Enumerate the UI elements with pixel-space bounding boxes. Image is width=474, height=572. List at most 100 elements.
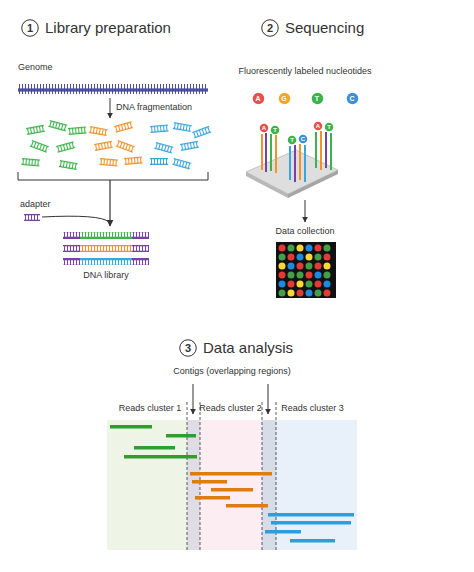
nucleotide-circle: A: [252, 92, 265, 105]
bound-nucleotide: T: [270, 125, 280, 135]
signal-dot: [279, 290, 286, 297]
dna-cluster: [320, 131, 322, 170]
signal-dot: [279, 245, 286, 252]
circle-shape: [325, 123, 334, 132]
dna-fragment: [116, 140, 135, 153]
signal-dot: [306, 245, 313, 252]
dna-cluster: [265, 133, 267, 172]
signal-dot: [306, 290, 313, 297]
annotation-label: Contigs (overlapping regions): [173, 367, 291, 377]
dna-cluster: [299, 144, 301, 180]
dna-fragment: [173, 122, 192, 132]
signal-dot: [315, 272, 322, 279]
node-text: C: [346, 92, 359, 105]
signal-dot: [279, 281, 286, 288]
dna-fragment: [56, 141, 75, 152]
adapter-symbol: [24, 214, 40, 221]
dna-fragment: [124, 156, 143, 165]
node-text: G: [278, 92, 291, 105]
bound-nucleotide: T: [324, 122, 334, 132]
cluster-label: Reads cluster 2: [193, 403, 268, 413]
signal-dot: [297, 245, 304, 252]
library-fragment: [80, 245, 132, 252]
process-arrow: [109, 180, 110, 226]
bound-nucleotide: A: [259, 123, 269, 133]
signal-dot: [297, 290, 304, 297]
dna-fragment: [30, 140, 49, 153]
process-arrow: [305, 200, 306, 222]
node-text: T: [287, 135, 297, 145]
annotation-label: DNA library: [83, 271, 129, 281]
bracket: [18, 172, 208, 180]
process-arrow: [110, 98, 111, 118]
flow-cell: [246, 150, 338, 194]
dna-cluster: [304, 145, 306, 182]
signal-dot: [315, 263, 322, 270]
nucleotide-circle: C: [346, 92, 359, 105]
dna-fragment: [99, 158, 118, 167]
dna-fragment: [154, 142, 173, 153]
bound-nucleotide: A: [313, 121, 323, 131]
contig-pointer: [268, 384, 269, 414]
node-text: 2: [261, 19, 279, 37]
library-fragment: [63, 232, 80, 239]
step-number: 2: [261, 19, 279, 37]
bound-nucleotide: C: [298, 134, 308, 144]
node-text: T: [324, 122, 334, 132]
annotation-label: DNA fragmentation: [116, 103, 192, 113]
signal-dot: [288, 254, 295, 261]
signal-dot: [297, 254, 304, 261]
signal-dot: [279, 272, 286, 279]
signal-dot: [306, 263, 313, 270]
band-fill: [107, 420, 187, 550]
library-fragment: [132, 232, 149, 239]
step-number: 3: [179, 339, 197, 357]
node-text: 1: [21, 19, 39, 37]
dna-fragment: [192, 126, 211, 139]
signal-dot: [324, 290, 331, 297]
signal-dot: [315, 281, 322, 288]
library-fragment: [63, 258, 80, 265]
chip-edge: [288, 170, 338, 198]
dna-fragment: [94, 141, 113, 151]
step-number: 1: [21, 19, 39, 37]
section-title: Data analysis: [203, 340, 293, 357]
signal-dot: [315, 254, 322, 261]
signal-dot: [324, 263, 331, 270]
dna-fragment: [114, 121, 133, 132]
dna-fragment: [150, 158, 168, 165]
cluster-label: Reads cluster 1: [107, 403, 193, 413]
signal-dot: [288, 263, 295, 270]
signal-dot: [297, 263, 304, 270]
node-text: C: [298, 134, 308, 144]
dna-cluster: [325, 132, 327, 168]
library-fragment: [63, 245, 80, 252]
signal-dot: [288, 272, 295, 279]
dna-cluster: [289, 146, 291, 180]
signal-dot: [288, 281, 295, 288]
dna-cluster: [330, 133, 332, 170]
dna-cluster: [270, 134, 272, 171]
annotation-label: Data collection: [275, 227, 334, 237]
signal-dot: [297, 281, 304, 288]
dna-fragment: [68, 126, 87, 135]
circle-shape: [262, 20, 279, 37]
circle-shape: [180, 340, 197, 357]
dna-fragment: [180, 141, 199, 151]
bound-nucleotide: T: [287, 135, 297, 145]
node-text: 3: [179, 339, 197, 357]
contig-pointer: [193, 384, 194, 414]
band-fill: [262, 420, 357, 550]
reads-cluster: Reads cluster 3: [262, 400, 357, 550]
signal-dot: [324, 254, 331, 261]
circle-shape: [278, 92, 290, 104]
dna-cluster: [261, 134, 263, 170]
signal-dot: [306, 272, 313, 279]
signal-dot: [306, 281, 313, 288]
signal-dot: [297, 272, 304, 279]
annotation-label: adapter: [20, 200, 51, 210]
signal-image: [276, 242, 336, 298]
cluster-label: Reads cluster 3: [268, 403, 357, 413]
node-text: A: [259, 123, 269, 133]
